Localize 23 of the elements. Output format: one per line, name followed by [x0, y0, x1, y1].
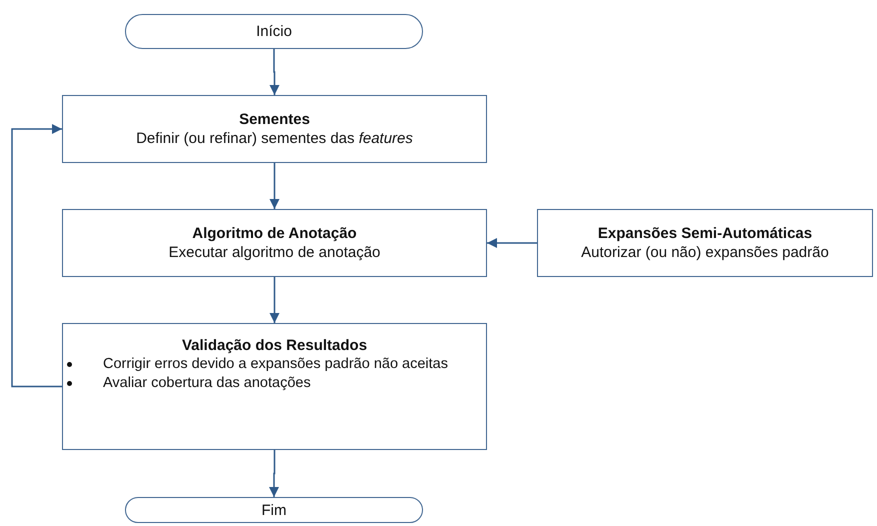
process-box	[537, 209, 873, 277]
step-heading: Sementes	[239, 110, 310, 129]
arrow	[270, 277, 280, 323]
terminal-shape	[125, 14, 423, 49]
terminal-label: Fim	[262, 500, 286, 520]
process-box	[62, 323, 487, 450]
process-box	[62, 209, 487, 277]
terminal-label: Início	[256, 22, 292, 41]
bullet-item: Avaliar cobertura das anotações	[63, 374, 486, 393]
step-description: Definir (ou refinar) sementes das features	[136, 129, 413, 148]
arrow	[270, 49, 280, 95]
process-box	[62, 95, 487, 163]
terminal-shape	[125, 497, 423, 523]
arrow	[269, 450, 279, 497]
arrow	[270, 163, 280, 209]
bullet-item: Corrigir erros devido a expansões padrão não aceitas	[63, 355, 486, 374]
arrow	[11, 124, 62, 388]
step-description: Executar algoritmo de anotação	[168, 243, 380, 262]
step-heading: Algoritmo de Anotação	[192, 224, 357, 243]
arrow	[487, 238, 537, 248]
step-heading: Validação dos Resultados	[180, 336, 368, 355]
step-description: Autorizar (ou não) expansões padrão	[581, 243, 829, 262]
step-heading: Expansões Semi-Automáticas	[598, 224, 812, 243]
